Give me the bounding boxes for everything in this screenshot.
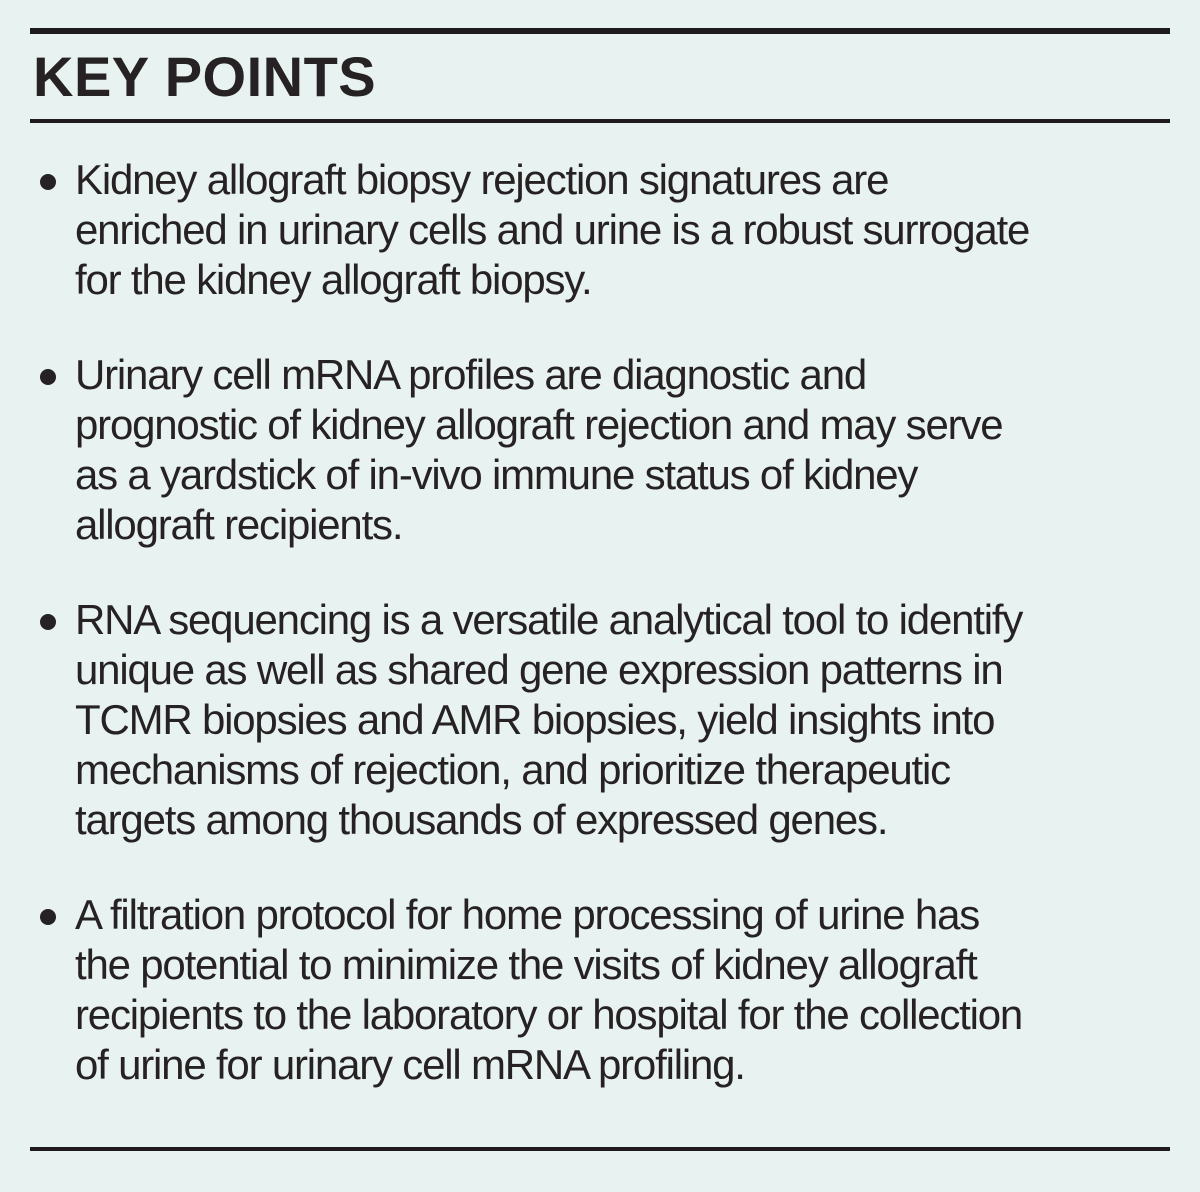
key-points-list: Kidney allograft biopsy rejection signat… (30, 155, 1170, 1090)
bottom-rule (30, 1147, 1170, 1151)
list-item: Kidney allograft biopsy rejection signat… (40, 155, 1170, 305)
bullet-text: Kidney allograft biopsy rejection signat… (75, 156, 1030, 303)
list-item: Urinary cell mRNA profiles are diagnosti… (40, 350, 1170, 550)
bullet-text: Urinary cell mRNA profiles are diagnosti… (75, 351, 1004, 548)
bullet-text: RNA sequencing is a versatile analytical… (75, 596, 1023, 843)
list-item: A filtration protocol for home processin… (40, 890, 1170, 1090)
list-item: RNA sequencing is a versatile analytical… (40, 595, 1170, 845)
bullet-icon (40, 174, 56, 190)
bullet-icon (40, 909, 56, 925)
top-rule (30, 28, 1170, 34)
panel-title: KEY POINTS (33, 45, 377, 108)
title-underline-rule (30, 119, 1170, 123)
bullet-text: A filtration protocol for home processin… (75, 891, 1023, 1088)
key-points-inner: KEY POINTS Kidney allograft biopsy rejec… (30, 0, 1170, 1192)
bullet-icon (40, 369, 56, 385)
bullet-icon (40, 614, 56, 630)
